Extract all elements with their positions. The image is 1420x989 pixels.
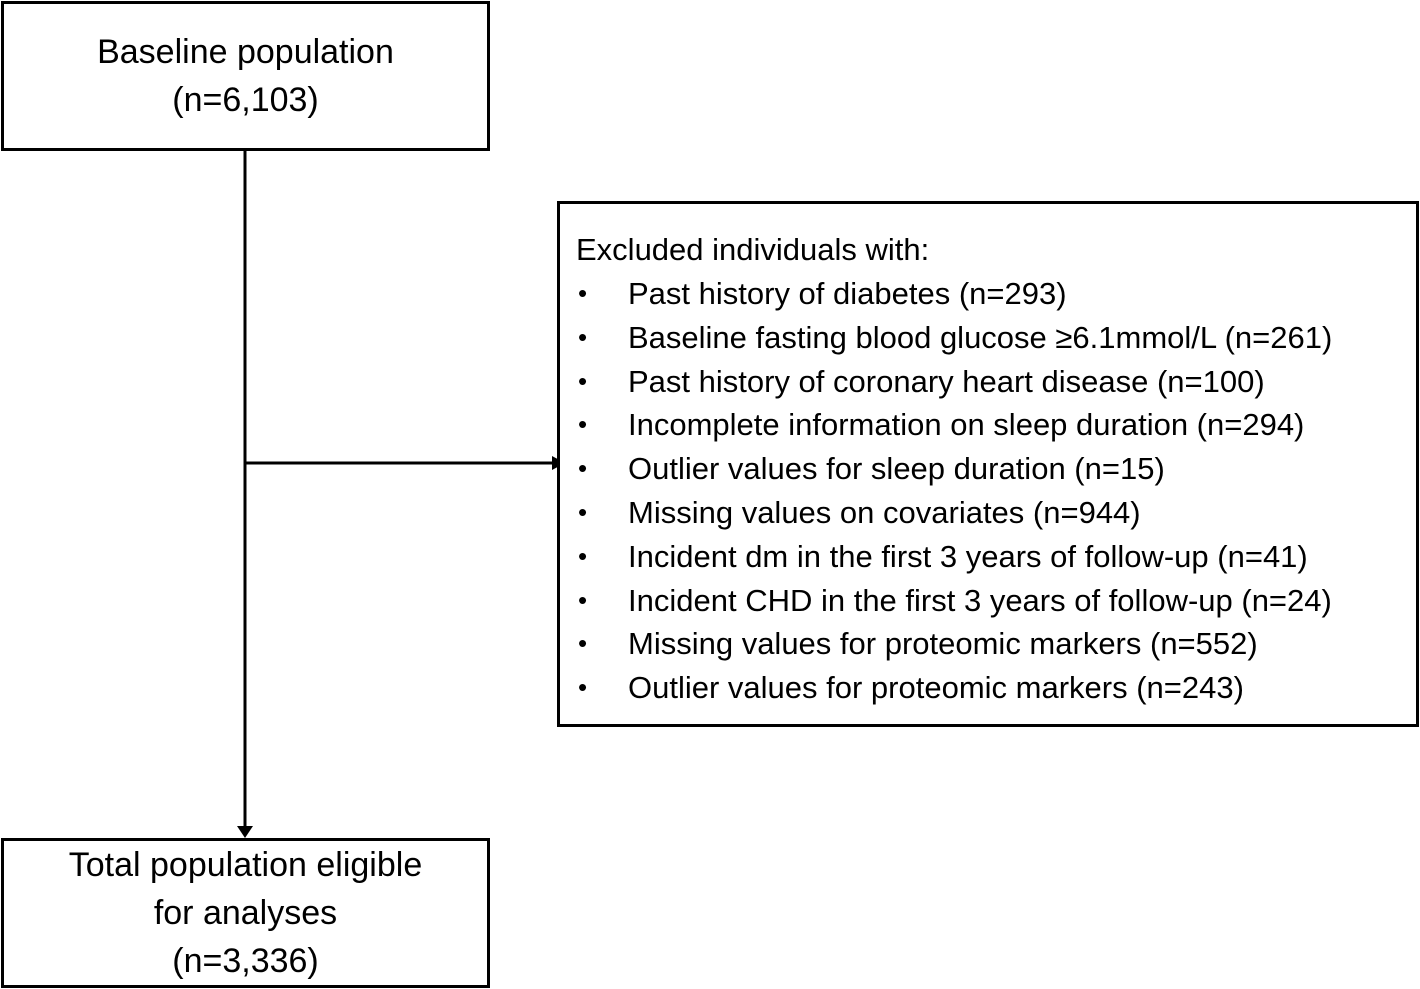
exclusion-item-text: Outlier values for sleep duration (n=15) (628, 451, 1165, 487)
baseline-population-box: Baseline population (n=6,103) (1, 1, 490, 151)
total-population-box: Total population eligible for analyses (… (1, 838, 490, 988)
exclusion-item-text: Incident dm in the first 3 years of foll… (628, 538, 1308, 574)
exclusion-item-text: Incident CHD in the first 3 years of fol… (628, 582, 1332, 618)
exclusion-item-text: Missing values on covariates (n=944) (628, 494, 1141, 530)
exclusion-item: • Incomplete information on sleep duratio… (576, 403, 1416, 447)
bullet-icon: • (578, 278, 588, 308)
exclusion-item: • Missing values for proteomic markers (n… (576, 622, 1416, 666)
excluded-individuals-box: Excluded individuals with: • Past history… (557, 201, 1419, 727)
bullet-icon: • (578, 672, 588, 703)
exclusion-item: • Incident dm in the first 3 years of fol… (576, 535, 1416, 579)
baseline-title: Baseline population (97, 33, 394, 71)
bullet-icon: • (578, 496, 588, 527)
total-title-line2: for analyses (153, 894, 338, 932)
exclusion-item: • Past history of diabetes (n=293) (576, 272, 1416, 316)
exclusion-item-text: Past history of coronary heart disease (… (628, 363, 1265, 399)
main-flow-arrowhead (237, 826, 253, 838)
bullet-icon: • (578, 584, 588, 615)
exclusion-item-text: Baseline fasting blood glucose ≥6.1mmol/… (628, 319, 1333, 355)
baseline-count: (n=6,103) (172, 81, 319, 119)
exclusion-item-text: Past history of diabetes (n=293) (628, 276, 1067, 311)
exclusion-item: • Outlier values for proteomic markers (n… (576, 666, 1416, 710)
exclusion-item: • Outlier values for sleep duration (n=15… (576, 447, 1416, 491)
bullet-icon: • (578, 321, 588, 352)
exclusion-item: • Baseline fasting blood glucose ≥6.1mmol… (576, 316, 1416, 360)
exclusion-item: • Past history of coronary heart disease … (576, 360, 1416, 404)
exclusion-item: • Incident CHD in the first 3 years of fo… (576, 579, 1416, 623)
bullet-icon: • (578, 409, 588, 440)
bullet-icon: • (578, 540, 588, 571)
bullet-icon: • (578, 365, 588, 396)
total-count: (n=3,336) (172, 942, 319, 980)
excluded-heading: Excluded individuals with: (576, 232, 930, 267)
bullet-icon: • (578, 628, 588, 659)
exclusion-list: • Past history of diabetes (n=293) • Basel… (576, 272, 1416, 710)
total-title-line1: Total population eligible (68, 846, 423, 884)
exclusion-item-text: Missing values for proteomic markers (n=… (628, 626, 1258, 662)
exclusion-item-text: Incomplete information on sleep duration… (628, 407, 1305, 443)
exclusion-item: • Missing values on covariates (n=944) (576, 491, 1416, 535)
exclusion-item-text: Outlier values for proteomic markers (n=… (628, 670, 1244, 706)
bullet-icon: • (578, 453, 588, 484)
